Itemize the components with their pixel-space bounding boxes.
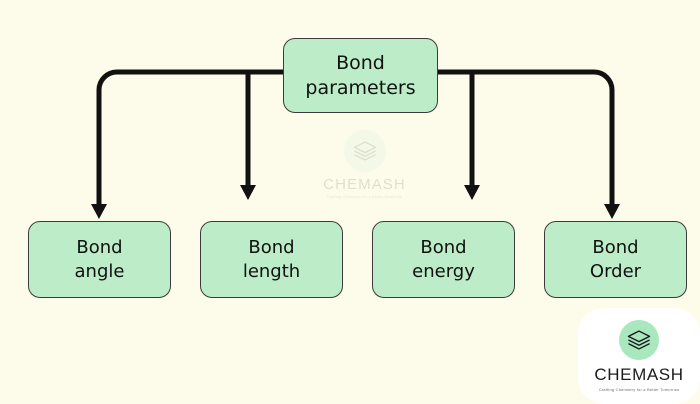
node-bond-angle-label: Bond angle xyxy=(74,237,125,282)
logo-tagline: Crafting Chemistry for a Better Tomorrow xyxy=(598,387,680,392)
chemash-logo-badge: CHEMASH Crafting Chemistry for a Better … xyxy=(578,308,700,404)
node-bond-length[interactable]: Bond length xyxy=(200,221,343,298)
connector-bond-order xyxy=(438,69,615,205)
arrowhead-bond-angle xyxy=(91,204,107,219)
node-bond-angle[interactable]: Bond angle xyxy=(28,221,171,298)
node-bond-order[interactable]: Bond Order xyxy=(544,221,687,298)
node-bond-order-label: Bond Order xyxy=(589,237,642,282)
arrowhead-bond-length xyxy=(240,185,256,200)
arrowhead-bond-order xyxy=(604,204,620,219)
arrowhead-bond-energy xyxy=(464,185,480,200)
node-bond-parameters-label: Bond parameters xyxy=(305,52,416,99)
node-bond-length-label: Bond length xyxy=(242,237,301,282)
node-bond-energy-label: Bond energy xyxy=(412,237,475,282)
node-bond-parameters[interactable]: Bond parameters xyxy=(283,38,438,113)
stacked-layers-icon xyxy=(619,320,659,360)
node-bond-energy[interactable]: Bond energy xyxy=(372,221,515,298)
logo-name: CHEMASH xyxy=(594,365,684,384)
connector-bond-angle xyxy=(96,69,283,205)
